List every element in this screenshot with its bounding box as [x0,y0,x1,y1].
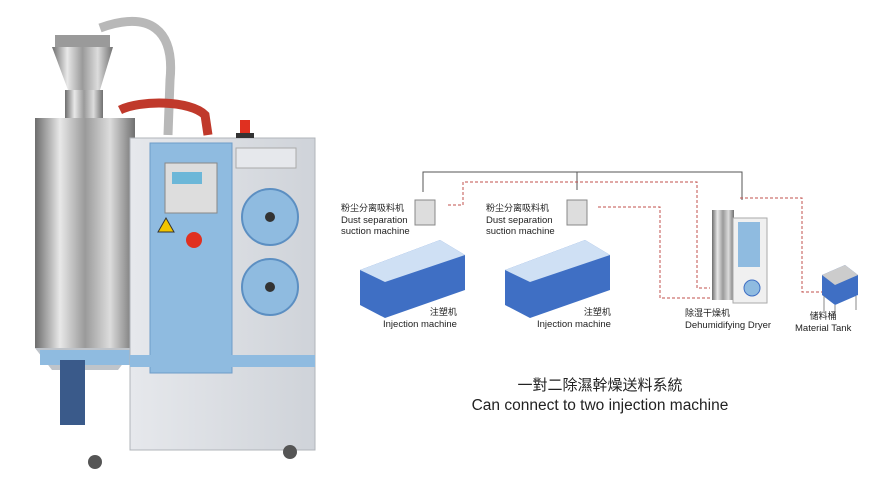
label-en: Dust separation [486,215,553,226]
caster [88,455,102,469]
label-en: Dehumidifying Dryer [685,320,772,331]
label-cn: 注塑机 [429,308,457,318]
label-cn: 注塑机 [583,308,611,318]
injection-machine-2 [505,199,610,318]
loader-lid [55,35,110,47]
injection-machine-1 [360,199,465,318]
injection-label-2: 注塑机 Injection machine [537,308,611,330]
label-en: Injection machine [537,319,611,330]
red-hose [117,98,213,136]
loader-cone [52,47,113,90]
label-cn: 储料桶 [809,312,837,322]
label-en: Injection machine [383,319,457,330]
material-tank-drawing [822,265,858,314]
label-en: suction machine [341,226,410,237]
label-en: Material Tank [795,323,852,334]
drying-hopper [35,118,135,348]
alarm-light [240,120,250,135]
label-cn: 除湿干燥机 [685,309,731,319]
caption-english: Can connect to two injection machine [471,397,729,414]
vacuum-hose [98,17,176,136]
main-switch [186,232,202,248]
suction-label-1: 粉尘分离吸料机 Dust separation suction machine [341,204,410,237]
warning-icon [157,216,175,233]
suction-label-2: 粉尘分离吸料机 Dust separation suction machine [486,204,555,237]
caster [283,445,297,459]
controller-display [164,162,218,214]
tank-label: 储料桶 Material Tank [795,312,851,334]
label-cn: 粉尘分离吸料机 [341,204,405,214]
small-dryer [712,210,768,304]
caption-chinese: 一對二除濕幹燥送料系統 [517,376,683,394]
label-cn: 粉尘分离吸料机 [486,204,550,214]
conveying-lines [422,171,822,299]
label-en: suction machine [486,226,555,237]
injection-label-1: 注塑机 Injection machine [383,308,457,330]
dryer-label: 除湿干燥机 Dehumidifying Dryer [685,309,771,331]
label-en: Dust separation [341,215,408,226]
